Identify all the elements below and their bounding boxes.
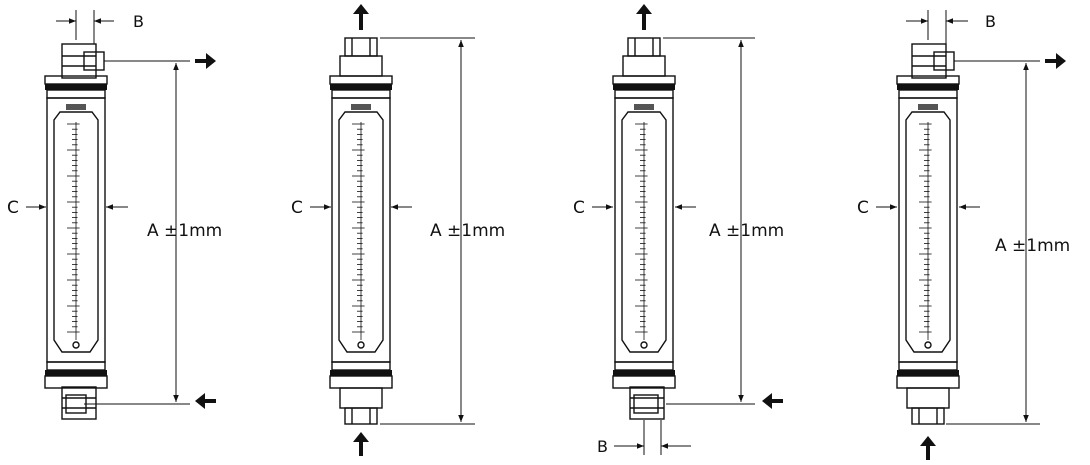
housing xyxy=(614,97,674,363)
top-side-fitting xyxy=(911,43,955,79)
lower-collar xyxy=(44,375,108,389)
lower-collar-ring xyxy=(898,361,958,371)
upper-collar-band xyxy=(45,84,107,90)
upper-collar xyxy=(44,75,108,85)
outlet-arrow-icon xyxy=(1045,53,1066,69)
variant-2-axial-inlet-axial-outlet: A ±1mm C xyxy=(291,4,505,456)
lower-collar-band xyxy=(897,370,959,376)
upper-collar xyxy=(329,75,393,85)
variant-4-axial-inlet-side-outlet: B A ±1mm C xyxy=(857,10,1070,460)
lower-collar-band xyxy=(45,370,107,376)
dimension-a-label: A ±1mm xyxy=(147,221,222,241)
dimension-c-label: C xyxy=(857,198,869,218)
inlet-arrow-icon xyxy=(920,436,936,460)
top-axial-fitting xyxy=(339,37,383,77)
outlet-arrow-icon xyxy=(353,4,369,30)
dimension-a xyxy=(84,60,190,405)
variant-3-side-inlet-axial-outlet: A ±1mm C B xyxy=(573,4,784,456)
nameplate xyxy=(66,104,86,110)
dimension-a-label: A ±1mm xyxy=(709,221,784,241)
bottom-screw-icon xyxy=(72,341,80,349)
flowmeter-body xyxy=(896,75,960,389)
dimension-a-label: A ±1mm xyxy=(995,236,1070,256)
bottom-axial-fitting xyxy=(339,387,383,425)
dimension-b xyxy=(614,420,691,455)
lower-collar-ring xyxy=(331,361,391,371)
housing xyxy=(898,97,958,363)
top-axial-fitting xyxy=(622,37,666,77)
upper-collar xyxy=(612,75,676,85)
dimension-c-label: C xyxy=(573,198,585,218)
lower-collar-band xyxy=(613,370,675,376)
bottom-screw-icon xyxy=(924,341,932,349)
glass-window xyxy=(53,111,99,353)
housing xyxy=(46,97,106,363)
dimension-a xyxy=(946,60,1040,425)
inlet-arrow-icon xyxy=(195,393,216,409)
lower-collar xyxy=(612,375,676,389)
flowmeter-body xyxy=(612,75,676,389)
glass-window xyxy=(621,111,667,353)
glass-window xyxy=(905,111,951,353)
upper-collar-band xyxy=(613,84,675,90)
variant-1-side-inlet-side-outlet: B A ±1mm C xyxy=(7,10,222,420)
nameplate xyxy=(634,104,654,110)
inlet-arrow-icon xyxy=(762,393,783,409)
dimension-b xyxy=(906,10,968,44)
bottom-axial-fitting xyxy=(906,387,950,425)
nameplate xyxy=(918,104,938,110)
upper-collar-ring xyxy=(331,89,391,99)
bottom-screw-icon xyxy=(357,341,365,349)
upper-collar-ring xyxy=(614,89,674,99)
glass-window xyxy=(338,111,384,353)
bottom-screw-icon xyxy=(640,341,648,349)
dimension-c-label: C xyxy=(7,198,19,218)
nameplate xyxy=(351,104,371,110)
dimension-b-label: B xyxy=(985,12,996,31)
dimension-a-label: A ±1mm xyxy=(430,221,505,241)
flowmeter-body xyxy=(44,75,108,389)
outlet-arrow-icon xyxy=(195,53,216,69)
top-side-fitting xyxy=(61,43,105,79)
lower-collar-ring xyxy=(46,361,106,371)
dimension-b-label: B xyxy=(133,12,144,31)
upper-collar-ring xyxy=(46,89,106,99)
lower-collar xyxy=(329,375,393,389)
flowmeter-body xyxy=(329,75,393,389)
upper-collar-band xyxy=(897,84,959,90)
bottom-side-fitting xyxy=(629,386,665,420)
inlet-arrow-icon xyxy=(353,432,369,456)
lower-collar-ring xyxy=(614,361,674,371)
upper-collar xyxy=(896,75,960,85)
dimension-c-label: C xyxy=(291,198,303,218)
dimension-b-label: B xyxy=(597,437,608,456)
lower-collar-band xyxy=(330,370,392,376)
dimension-a xyxy=(380,37,475,425)
housing xyxy=(331,97,391,363)
outlet-arrow-icon xyxy=(636,4,652,30)
upper-collar-ring xyxy=(898,89,958,99)
bottom-side-fitting xyxy=(61,386,97,420)
dimension-b xyxy=(56,10,114,44)
lower-collar xyxy=(896,375,960,389)
upper-collar-band xyxy=(330,84,392,90)
dimension-a xyxy=(663,37,755,405)
